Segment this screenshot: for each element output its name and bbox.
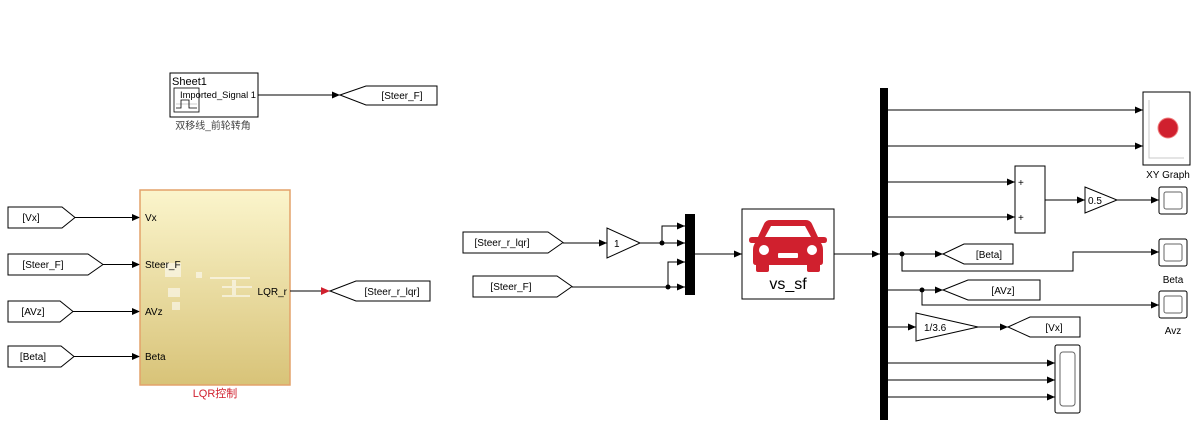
scope-block-multi[interactable]: [1054, 344, 1081, 414]
scope-block-beta[interactable]: [1158, 238, 1188, 267]
gain-value: 1/3.6: [924, 323, 947, 334]
lqr-port-beta: Beta: [145, 352, 166, 363]
lqr-port-vx: Vx: [145, 213, 157, 224]
scope-block-half[interactable]: [1158, 186, 1188, 215]
vehicle-name: vs_sf: [769, 276, 807, 293]
gain-block-unity[interactable]: 1: [606, 227, 642, 259]
sum-sign-2: +: [1018, 213, 1024, 224]
signal-builder-signal-name: Imported_Signal 1: [180, 90, 256, 100]
lqr-subsystem-label: LQR控制: [193, 386, 238, 400]
from-tag-label: [Beta]: [20, 352, 46, 363]
goto-tag-label: [Steer_F]: [381, 91, 422, 102]
signal-builder-sheet-name: Sheet1: [172, 76, 207, 88]
signal-line-gain-to-mux[interactable]: [640, 222, 685, 247]
branch-point: [919, 287, 925, 293]
goto-steer-f-top[interactable]: [Steer_F]: [338, 85, 438, 106]
signal-builder-label: 双移线_前轮转角: [175, 119, 251, 132]
car-icon: [749, 220, 827, 272]
goto-avz[interactable]: [AVz]: [941, 279, 1041, 301]
signal-line-beta[interactable]: [888, 248, 1159, 272]
from-steer-r-lqr[interactable]: [Steer_r_lqr]: [462, 231, 564, 254]
goto-vx[interactable]: [Vx]: [1006, 316, 1081, 338]
signal-builder-block[interactable]: Sheet1 Imported_Signal 1: [169, 72, 259, 118]
goto-steer-r-lqr[interactable]: [Steer_r_lqr]: [328, 280, 431, 302]
lqr-port-steer-f: Steer_F: [145, 260, 181, 271]
signal-builder-icon: [173, 87, 200, 113]
from-tag-label: [Vx]: [22, 213, 39, 224]
gain-block-half[interactable]: 0.5: [1084, 186, 1119, 214]
xy-graph-block[interactable]: [1142, 91, 1191, 166]
from-tag-label: [Steer_r_lqr]: [474, 238, 529, 249]
xy-graph-icon: [1148, 100, 1184, 159]
signal-line-avz[interactable]: [888, 286, 1159, 309]
scope-icon: [1163, 295, 1183, 314]
branch-point: [899, 251, 905, 257]
goto-tag-label: [Steer_r_lqr]: [364, 287, 419, 298]
from-steer-f[interactable]: [Steer_F]: [7, 253, 104, 276]
from-tag-label: [Steer_F]: [22, 260, 63, 271]
demux-block[interactable]: [880, 88, 888, 420]
mux-block[interactable]: [685, 214, 695, 295]
from-vx[interactable]: [Vx]: [7, 206, 76, 229]
sum-sign-1: +: [1018, 178, 1024, 189]
lqr-port-output: LQR_r: [258, 287, 288, 298]
gain-value: 0.5: [1088, 196, 1102, 207]
from-beta[interactable]: [Beta]: [7, 345, 75, 368]
goto-beta[interactable]: [Beta]: [941, 243, 1014, 265]
goto-tag-label: [Vx]: [1045, 323, 1062, 334]
goto-tag-label: [Beta]: [976, 250, 1002, 261]
branch-point: [659, 240, 665, 246]
subsystem-preview: [165, 263, 252, 310]
branch-point: [665, 284, 671, 290]
scope-avz-label: Avz: [1165, 326, 1182, 337]
lqr-port-avz: AVz: [145, 307, 163, 318]
from-tag-label: [AVz]: [21, 307, 44, 318]
sum-block[interactable]: + +: [1014, 165, 1046, 234]
from-avz[interactable]: [AVz]: [7, 300, 74, 323]
from-steer-f-mux[interactable]: [Steer_F]: [472, 275, 573, 298]
xy-graph-label: XY Graph: [1146, 170, 1190, 181]
lqr-subsystem-block[interactable]: Vx Steer_F AVz Beta LQR_r: [139, 189, 291, 386]
gain-block-speed[interactable]: 1/3.6: [915, 312, 979, 342]
scope-icon: [1059, 351, 1076, 407]
scope-beta-label: Beta: [1163, 275, 1184, 286]
scope-icon: [1163, 191, 1183, 210]
goto-tag-label: [AVz]: [991, 286, 1014, 297]
gain-value: 1: [614, 239, 620, 250]
scope-block-avz[interactable]: [1158, 290, 1188, 319]
scope-icon: [1163, 243, 1183, 262]
from-tag-label: [Steer_F]: [490, 282, 531, 293]
signal-line-steer-f-to-mux[interactable]: [572, 258, 685, 291]
vehicle-sfunction-block[interactable]: vs_sf: [741, 208, 835, 300]
